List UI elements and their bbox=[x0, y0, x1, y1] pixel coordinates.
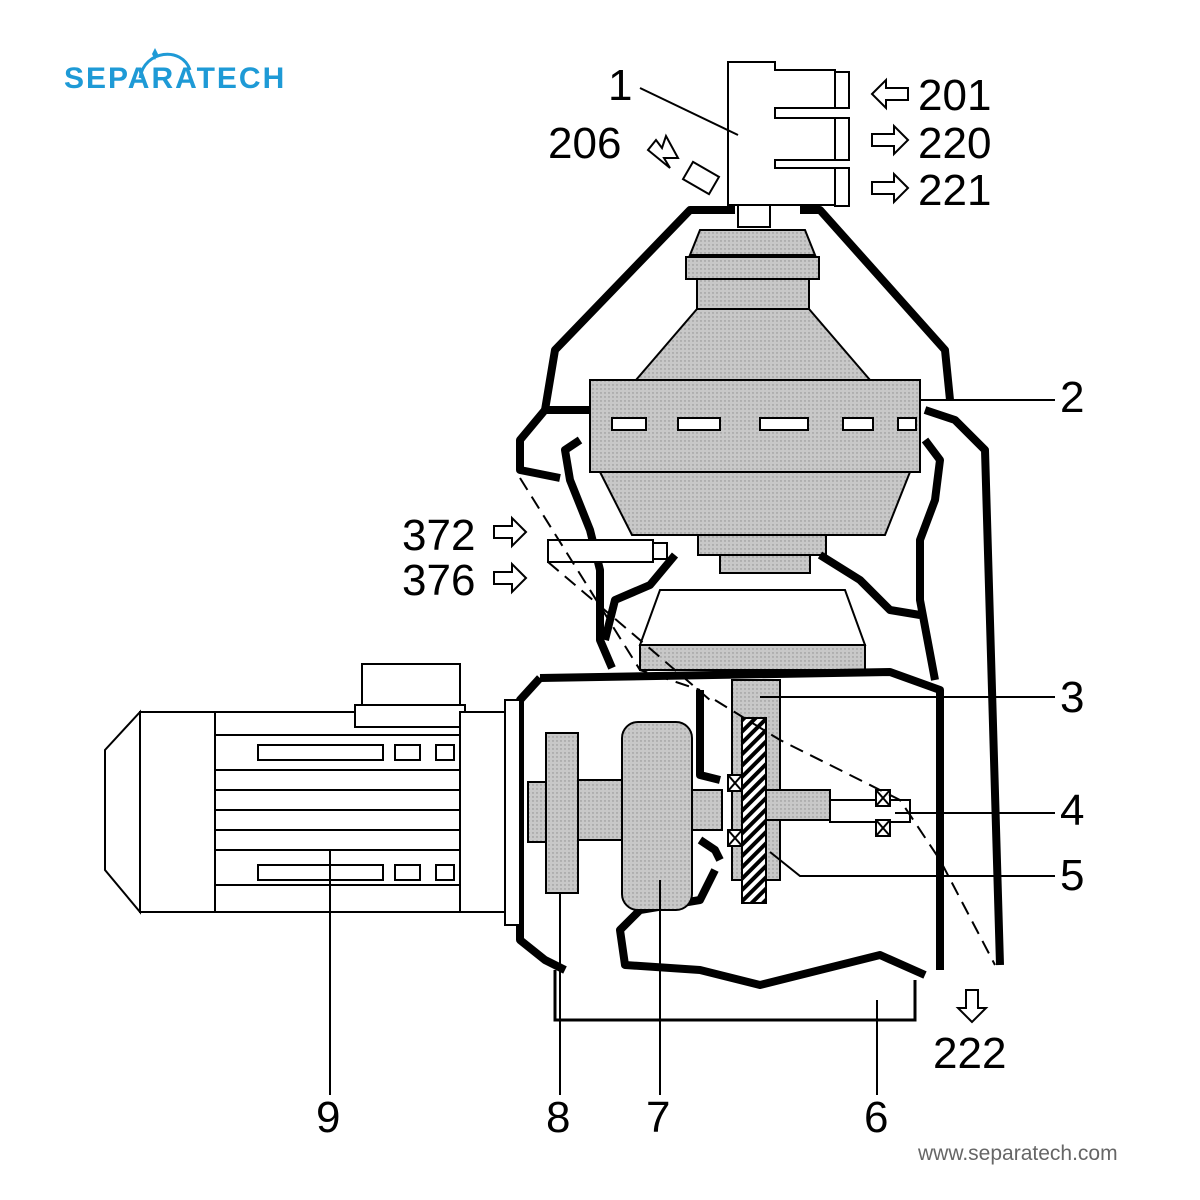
part-number-7: 7 bbox=[646, 1093, 670, 1142]
footer-url: www.separatech.com bbox=[918, 1142, 1118, 1165]
part-number-8: 8 bbox=[546, 1093, 570, 1142]
label-201: 201 bbox=[918, 71, 991, 120]
arrow-220-icon bbox=[871, 123, 910, 157]
part-number-6: 6 bbox=[864, 1093, 888, 1142]
coupling bbox=[527, 732, 624, 894]
label-221: 221 bbox=[918, 166, 991, 215]
part-number-4: 4 bbox=[1060, 786, 1084, 835]
arrow-221-icon bbox=[871, 171, 910, 205]
electric-motor bbox=[104, 663, 521, 926]
leader-lines bbox=[329, 87, 1055, 1095]
logo-swoosh-icon bbox=[138, 48, 192, 79]
part-number-3: 3 bbox=[1060, 673, 1084, 722]
arrow-222-icon bbox=[955, 989, 989, 1024]
label-220: 220 bbox=[918, 119, 991, 168]
label-222: 222 bbox=[933, 1029, 1006, 1078]
arrow-206-icon bbox=[646, 133, 680, 169]
part-number-1: 1 bbox=[608, 61, 632, 110]
drive-housing bbox=[516, 668, 944, 989]
base-frame bbox=[553, 970, 917, 1022]
worm-wheel bbox=[741, 717, 767, 904]
separator-bowl bbox=[589, 204, 921, 574]
frame-top bbox=[516, 406, 1004, 966]
arrow-201-icon bbox=[870, 77, 909, 111]
flow-arrows bbox=[493, 77, 989, 1024]
water-inlet-pipe bbox=[547, 539, 668, 563]
arrow-372-icon bbox=[493, 515, 528, 549]
bowl-lower bbox=[638, 589, 867, 671]
separatech-logo: SEPARATECH bbox=[64, 62, 287, 95]
arrow-376-icon bbox=[493, 561, 528, 595]
hidden-lines bbox=[519, 477, 996, 966]
part-number-9: 9 bbox=[316, 1093, 340, 1142]
bearings bbox=[727, 774, 891, 847]
part-number-5: 5 bbox=[1060, 851, 1084, 900]
label-372: 372 bbox=[402, 511, 475, 560]
inlet-outlet-device bbox=[681, 61, 850, 207]
label-376: 376 bbox=[402, 556, 475, 605]
friction-brake bbox=[621, 721, 723, 911]
label-206: 206 bbox=[548, 119, 621, 168]
part-number-2: 2 bbox=[1060, 373, 1084, 422]
